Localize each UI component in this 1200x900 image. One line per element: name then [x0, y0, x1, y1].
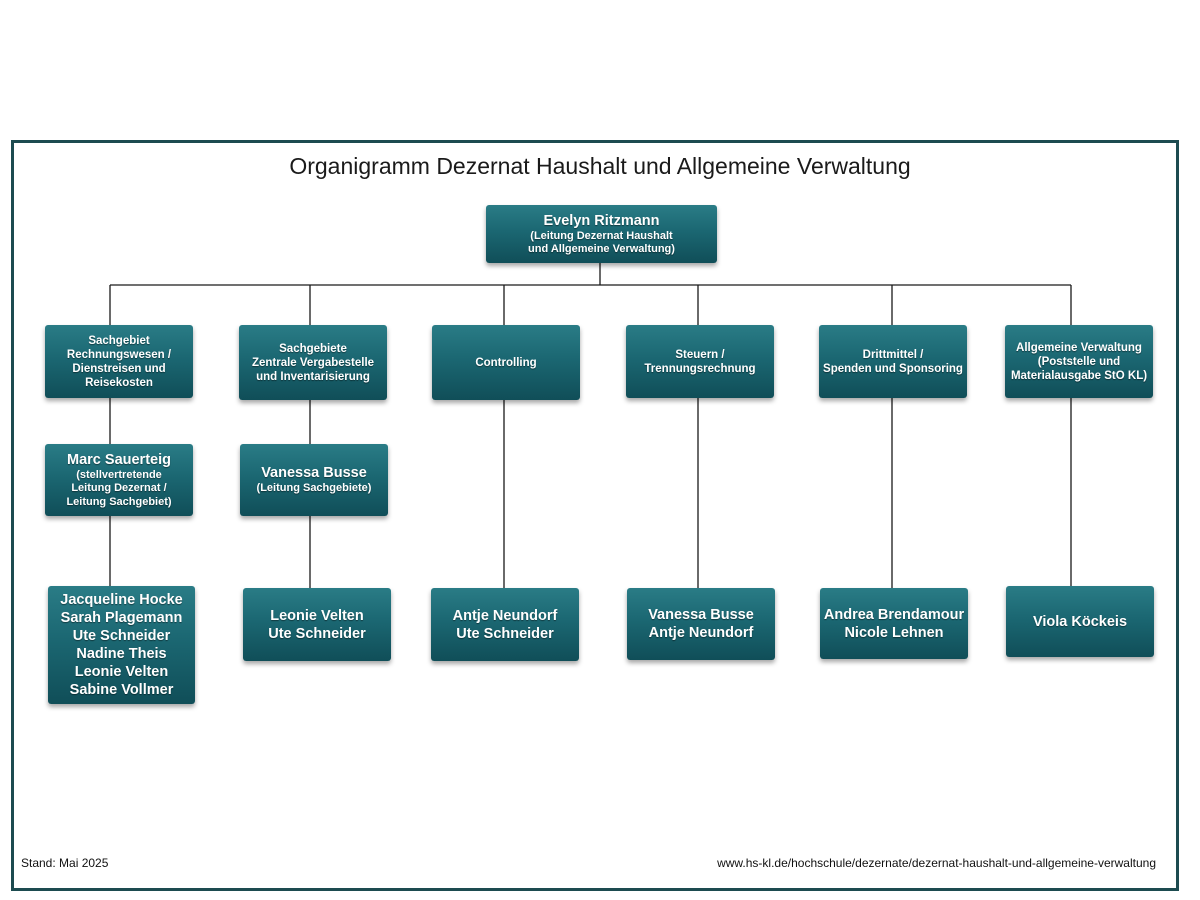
team-member: Nadine Theis	[76, 646, 167, 662]
lead-role-line: Leitung Dezernat /	[71, 482, 167, 495]
lead-role-line: (stellvertretende	[76, 468, 162, 481]
department-label-line: Trennungsrechnung	[644, 362, 756, 375]
team-member: Ute Schneider	[268, 625, 366, 642]
head-role-line: und Allgemeine Verwaltung)	[528, 243, 675, 255]
team-member: Leonie Velten	[74, 664, 169, 680]
team-member: Vanessa Busse	[648, 607, 754, 623]
department-label-line: Zentrale Vergabestelle	[251, 356, 375, 369]
department-label-line: Sachgebiete	[279, 342, 347, 355]
department-label-line: Spenden und Sponsoring	[823, 362, 963, 375]
department-box-rechnungswesen: Sachgebiet Rechnungswesen / Dienstreisen…	[45, 325, 193, 398]
team-member: Ute Schneider	[456, 625, 554, 642]
lead-box-vanessa-busse: Vanessa Busse (Leitung Sachgebiete)	[240, 444, 388, 516]
department-label-line: Rechnungswesen /	[66, 348, 172, 361]
team-member: Viola Köckeis	[1032, 613, 1128, 630]
department-box-vergabestelle: Sachgebiete Zentrale Vergabestelle und I…	[239, 325, 387, 400]
diagram-frame	[11, 140, 1179, 891]
lead-role-line: Leitung Sachgebiet)	[66, 495, 172, 508]
team-box-rechnungswesen: Jacqueline Hocke Sarah Plagemann Ute Sch…	[48, 586, 195, 704]
team-member: Antje Neundorf	[648, 625, 754, 641]
lead-name: Marc Sauerteig	[67, 451, 171, 468]
department-box-steuern: Steuern / Trennungsrechnung	[626, 325, 774, 398]
team-box-allgemeine-verwaltung: Viola Köckeis	[1006, 586, 1154, 657]
department-label-line: und Inventarisierung	[256, 370, 370, 383]
department-label-line: Steuern /	[675, 348, 725, 361]
head-box: Evelyn Ritzmann (Leitung Dezernat Hausha…	[486, 205, 717, 263]
department-label-line: Drittmittel /	[862, 348, 924, 361]
footer-date: Stand: Mai 2025	[21, 856, 109, 870]
department-label-line: Allgemeine Verwaltung	[1016, 341, 1142, 354]
team-box-controlling: Antje Neundorf Ute Schneider	[431, 588, 579, 661]
team-member: Andrea Brendamour	[823, 606, 965, 623]
lead-role-line: (Leitung Sachgebiete)	[256, 482, 372, 495]
team-member: Leonie Velten	[270, 607, 364, 624]
department-label-line: (Poststelle und	[1037, 355, 1121, 368]
department-label-line: Controlling	[475, 356, 537, 369]
department-label-line: Dienstreisen und	[72, 362, 166, 375]
department-label-line: Materialausgabe StO KL)	[1010, 369, 1148, 382]
team-member: Jacqueline Hocke	[60, 592, 183, 608]
team-box-vergabestelle: Leonie Velten Ute Schneider	[243, 588, 391, 661]
lead-name: Vanessa Busse	[261, 465, 367, 482]
footer-url: www.hs-kl.de/hochschule/dezernate/dezern…	[717, 856, 1156, 870]
department-label-line: Sachgebiet	[88, 334, 150, 347]
department-box-drittmittel: Drittmittel / Spenden und Sponsoring	[819, 325, 967, 398]
team-member: Ute Schneider	[72, 628, 171, 644]
department-label-line: Reisekosten	[85, 376, 153, 389]
team-member: Sarah Plagemann	[60, 610, 183, 626]
team-box-drittmittel: Andrea Brendamour Nicole Lehnen	[820, 588, 968, 659]
team-box-steuern: Vanessa Busse Antje Neundorf	[627, 588, 775, 660]
head-role-line: (Leitung Dezernat Haushalt	[530, 229, 673, 242]
diagram-title: Organigramm Dezernat Haushalt und Allgem…	[289, 153, 911, 179]
department-box-controlling: Controlling	[432, 325, 580, 400]
lead-box-marc-sauerteig: Marc Sauerteig (stellvertretende Leitung…	[45, 444, 193, 516]
team-member: Nicole Lehnen	[844, 624, 944, 641]
head-name: Evelyn Ritzmann	[543, 212, 660, 229]
department-box-allgemeine-verwaltung: Allgemeine Verwaltung (Poststelle und Ma…	[1005, 325, 1153, 398]
team-member: Sabine Vollmer	[69, 682, 174, 698]
team-member: Antje Neundorf	[452, 607, 558, 624]
